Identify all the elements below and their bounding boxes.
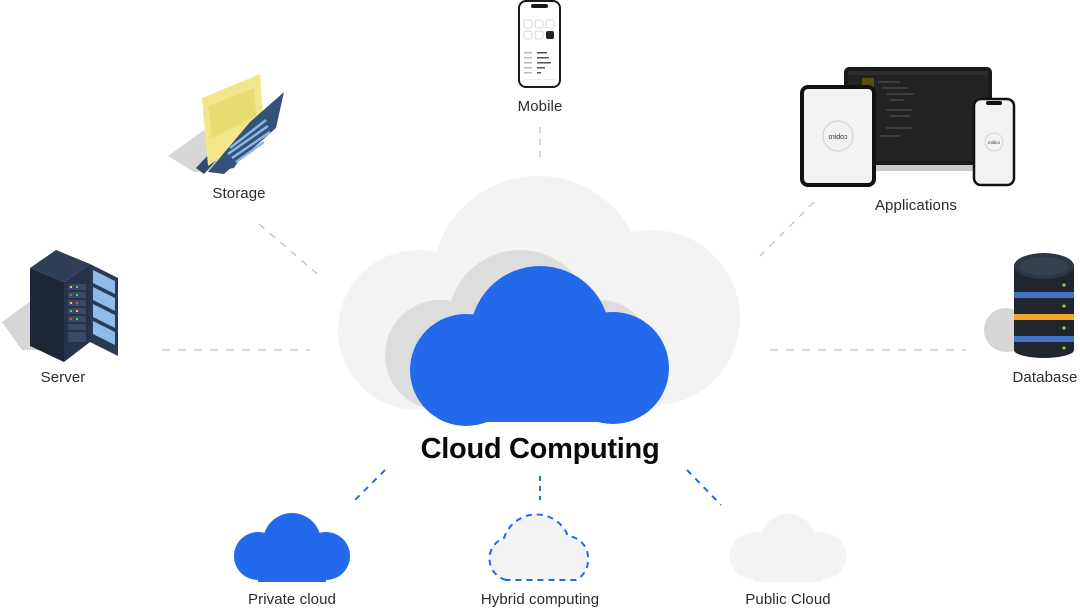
mobile-label: Mobile xyxy=(517,98,563,115)
folder-icon xyxy=(168,74,284,174)
cloud-dashed-icon xyxy=(488,513,590,581)
public-cloud-label: Public Cloud xyxy=(745,591,831,608)
devices-icon: cobiro cobiro xyxy=(800,66,1018,188)
connector-private-cloud xyxy=(351,469,386,504)
logo-text-tablet: cobiro xyxy=(828,134,847,141)
hybrid-computing-label: Hybrid computing xyxy=(480,591,600,608)
applications-label: Applications xyxy=(874,197,958,214)
diagram-title: Cloud Computing xyxy=(420,433,660,465)
cloud-front-icon xyxy=(410,266,669,426)
storage-label: Storage xyxy=(212,185,266,202)
smartphone-icon xyxy=(518,0,561,88)
database-label: Database xyxy=(1012,369,1078,386)
cloud-solid-icon xyxy=(234,513,350,582)
database-icon xyxy=(984,253,1074,358)
server-rack-icon xyxy=(2,250,118,362)
cloud-light-icon xyxy=(730,514,846,582)
logo-text-phone: cobiro xyxy=(987,140,1000,145)
connector-public-cloud xyxy=(686,469,722,506)
server-label: Server xyxy=(40,369,86,386)
private-cloud-label: Private cloud xyxy=(247,591,337,608)
